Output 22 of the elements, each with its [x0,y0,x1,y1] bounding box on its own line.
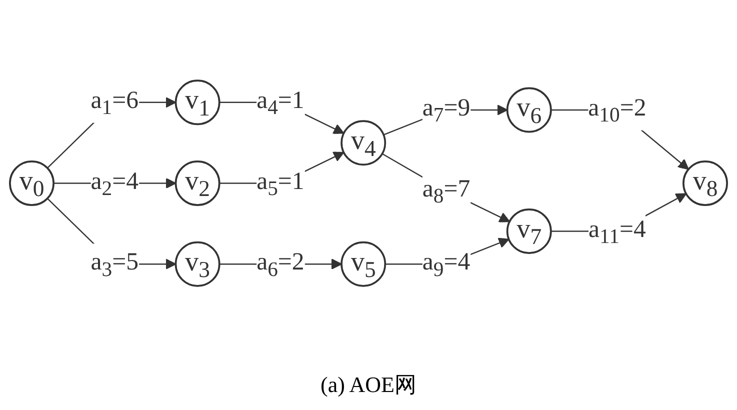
node-circle: v$_{0}$ [9,160,54,206]
node-circle: v$_{2}$ [174,160,220,206]
node-circle: v$_{8}$ [682,160,728,206]
node-circle: v$_{3}$ [174,241,220,287]
edge-label: a$_{8}$=7 [422,175,470,208]
edge-label: a$_{2}$=4 [90,167,139,200]
edge-label: a$_{9}$=4 [422,248,470,281]
node-circle: v$_{5}$ [340,241,386,287]
edge-label: a$_{3}$=5 [90,248,139,281]
node-circle: v$_{4}$ [340,120,386,166]
caption: (a) AOE网 [320,371,416,399]
node-circle: v$_{6}$ [506,86,552,132]
node-circle: v$_{1}$ [174,79,220,125]
node-circle: v$_{7}$ [506,208,552,254]
arrow [382,152,510,222]
edge-label: a$_{7}$=9 [422,94,470,126]
edge-label: a$_{5}$=1 [256,167,304,200]
edge-label: a$_{6}$=2 [256,248,304,281]
edge-label: a$_{1}$=6 [90,86,139,119]
edge-label: a$_{10}$=2 [588,94,646,126]
edge-label: a$_{4}$=1 [256,86,304,119]
edge-label: a$_{11}$=4 [588,215,646,248]
